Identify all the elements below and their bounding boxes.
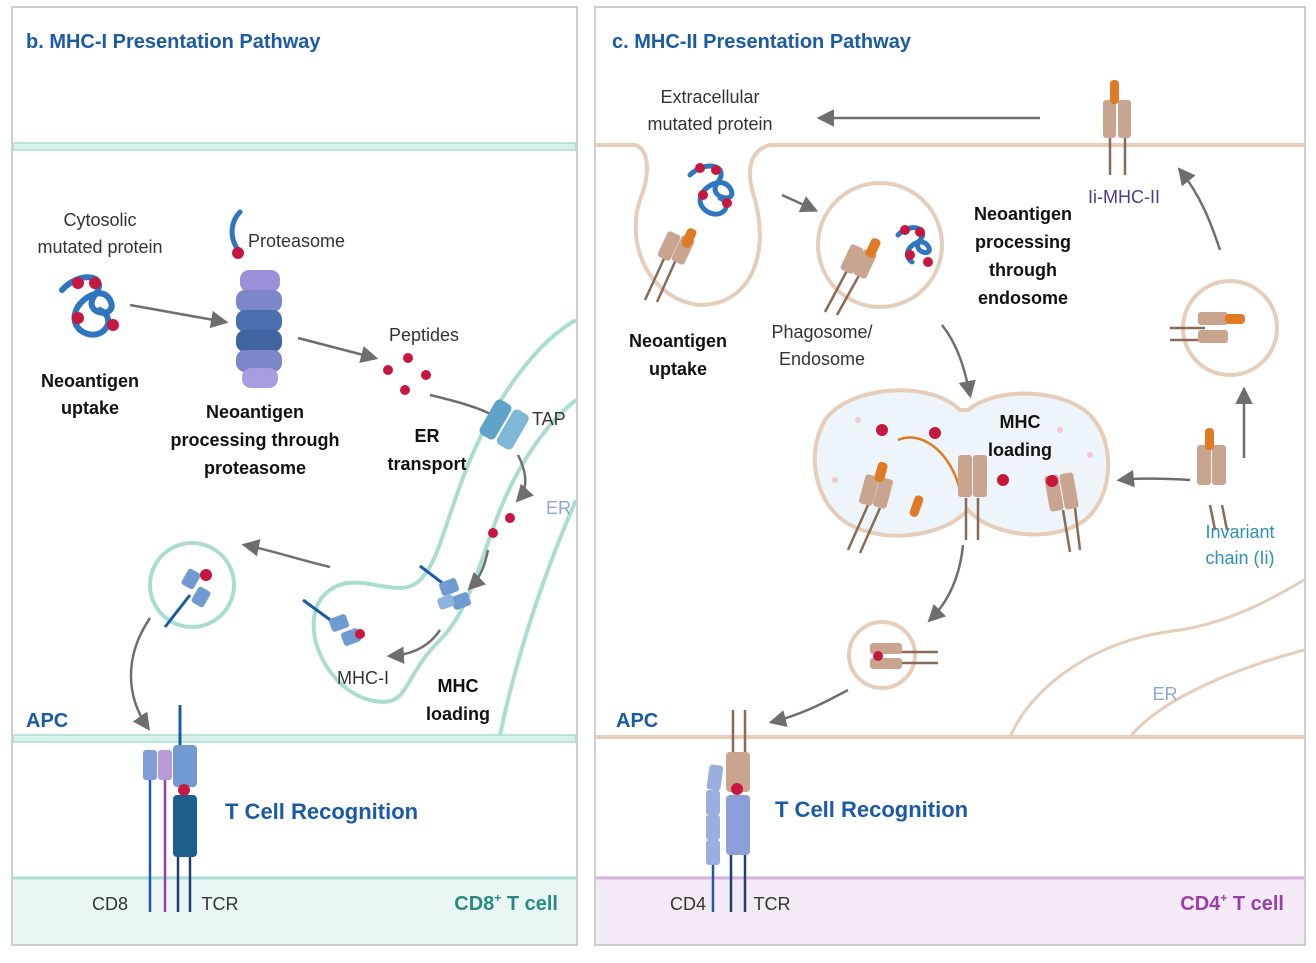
tcr-label-b: TCR	[202, 894, 239, 914]
mhc-loading-c-2: loading	[988, 440, 1052, 460]
er-membrane-c-inner	[1128, 648, 1305, 738]
neoantigen-uptake-c-1: Neoantigen	[629, 331, 727, 351]
apc-membrane-bottom	[12, 734, 577, 743]
cd4-tcr-complex-icon	[706, 710, 750, 912]
er-membrane-inner	[498, 499, 578, 736]
endosome-processing-2: processing	[975, 232, 1071, 252]
mhc-ii-loading-2-icon	[958, 455, 987, 540]
mhc-ii-uptake-icon	[643, 228, 697, 303]
panel-b-title: b. MHC-I Presentation Pathway	[26, 31, 321, 53]
arrow-vesicle-to-apc	[768, 688, 849, 728]
mhc-ii-vesicle-icon	[870, 643, 938, 669]
cd8-t-cell-label: CD8+ T cell	[454, 891, 558, 915]
mhc-loading-b-1: MHC	[438, 676, 479, 696]
apc-label-b: APC	[26, 710, 68, 732]
ii-mhc-ii-label: Ii-MHC-II	[1088, 187, 1160, 207]
invariant-chain-2: chain (Ii)	[1205, 548, 1274, 568]
endosome-processing-3: through	[989, 260, 1057, 280]
er-label-c: ER	[1152, 684, 1177, 704]
er-label-b: ER	[546, 498, 571, 518]
arrow-tap-down	[515, 454, 534, 503]
arrow-to-vesicle	[241, 539, 331, 569]
t-cell-recognition-b: T Cell Recognition	[225, 799, 418, 824]
mhc-i-vesicle-icon	[163, 568, 212, 628]
arrow-vesicle-to-surface	[129, 617, 152, 731]
invariant-chain-1: Invariant	[1205, 522, 1274, 542]
arrow-proteasome-to-peptides	[297, 336, 379, 363]
mhc-i-label: MHC-I	[337, 668, 389, 688]
arrow-loading-to-vesicle	[927, 544, 965, 623]
endosome-processing-1: Neoantigen	[974, 204, 1072, 224]
cytosolic-label-1: Cytosolic	[63, 210, 136, 230]
panel-c-title: c. MHC-II Presentation Pathway	[612, 31, 912, 53]
mhc-ii-loading-1-icon	[846, 461, 893, 554]
arrow-er-to-mhc	[467, 549, 490, 591]
extracellular-label-1: Extracellular	[660, 87, 759, 107]
proteasome-processing-3: proteasome	[204, 458, 306, 478]
er-peptide-2	[505, 513, 515, 523]
phagosome-label-1: Phagosome/	[771, 322, 872, 342]
mhc-loading-b-2: loading	[426, 704, 490, 724]
arrow-ii-to-loading	[1116, 469, 1191, 488]
mhc-ii-phagosome-icon	[823, 238, 881, 316]
arrow-loading	[386, 629, 442, 665]
compartment-contents-icon	[832, 417, 1093, 517]
mhc-loading-c-1: MHC	[1000, 412, 1041, 432]
cd8-label: CD8	[92, 894, 128, 914]
neoantigen-uptake-c-2: uptake	[649, 359, 707, 379]
endosome-protein-icon	[895, 225, 933, 267]
arrow-peptides-to-tap	[429, 393, 493, 417]
panel-b-frame	[11, 6, 578, 946]
extracellular-protein-icon	[687, 163, 735, 217]
er-membrane-c	[1008, 578, 1305, 738]
tcr-label-c: TCR	[754, 894, 791, 914]
mhc-i-loaded-icon	[302, 598, 365, 646]
er-peptide-1	[488, 528, 498, 538]
mhc-i-er-icon	[419, 564, 472, 610]
extracellular-label-2: mutated protein	[647, 114, 772, 134]
arrow-to-loading	[941, 324, 976, 399]
tap-label: TAP	[532, 409, 566, 429]
neoantigen-uptake-b-2: uptake	[61, 398, 119, 418]
cd8-tcr-complex-icon	[143, 705, 197, 912]
tap-icon	[479, 399, 529, 450]
peptides-icon	[383, 353, 431, 395]
t-cell-region	[13, 876, 576, 944]
cd4-t-cell-label: CD4+ T cell	[1180, 891, 1284, 915]
panel-c: c. MHC-II Presentation Pathway ER Extrac…	[594, 6, 1306, 946]
peptides-label: Peptides	[389, 325, 459, 345]
neoantigen-uptake-b-1: Neoantigen	[41, 371, 139, 391]
cd4-label: CD4	[670, 894, 706, 914]
arrow-protein-to-proteasome	[129, 303, 229, 329]
phagosome	[816, 181, 944, 309]
ii-mhc-ii-surface-icon	[1103, 80, 1131, 175]
proteasome-processing-2: processing through	[170, 430, 339, 450]
er-transport-2: transport	[387, 454, 466, 474]
proteasome-icon	[229, 209, 282, 388]
apc-membrane-top	[12, 142, 577, 151]
er-transport-1: ER	[414, 426, 439, 446]
arrow-to-phagosome	[781, 193, 819, 213]
ii-mhc-ii-er-icon	[1197, 428, 1229, 531]
t-cell-recognition-c: T Cell Recognition	[775, 797, 968, 822]
endosome-processing-4: endosome	[978, 288, 1068, 308]
ii-mhc-ii-vesicle-icon	[1170, 312, 1245, 343]
proteasome-processing-1: Neoantigen	[206, 402, 304, 422]
phagosome-label-2: Endosome	[779, 349, 865, 369]
arrow-vesicle-to-surface-c	[1177, 167, 1222, 251]
apc-label-c: APC	[616, 710, 658, 732]
mhc-ii-loading-3-icon	[1044, 472, 1082, 553]
apc-membrane-top-c	[596, 143, 1304, 308]
proteasome-label: Proteasome	[248, 231, 345, 251]
cytosolic-label-2: mutated protein	[37, 237, 162, 257]
panel-b: b. MHC-I Presentation Pathway Cytosolic …	[11, 6, 578, 946]
cytosolic-protein-icon	[59, 274, 119, 338]
